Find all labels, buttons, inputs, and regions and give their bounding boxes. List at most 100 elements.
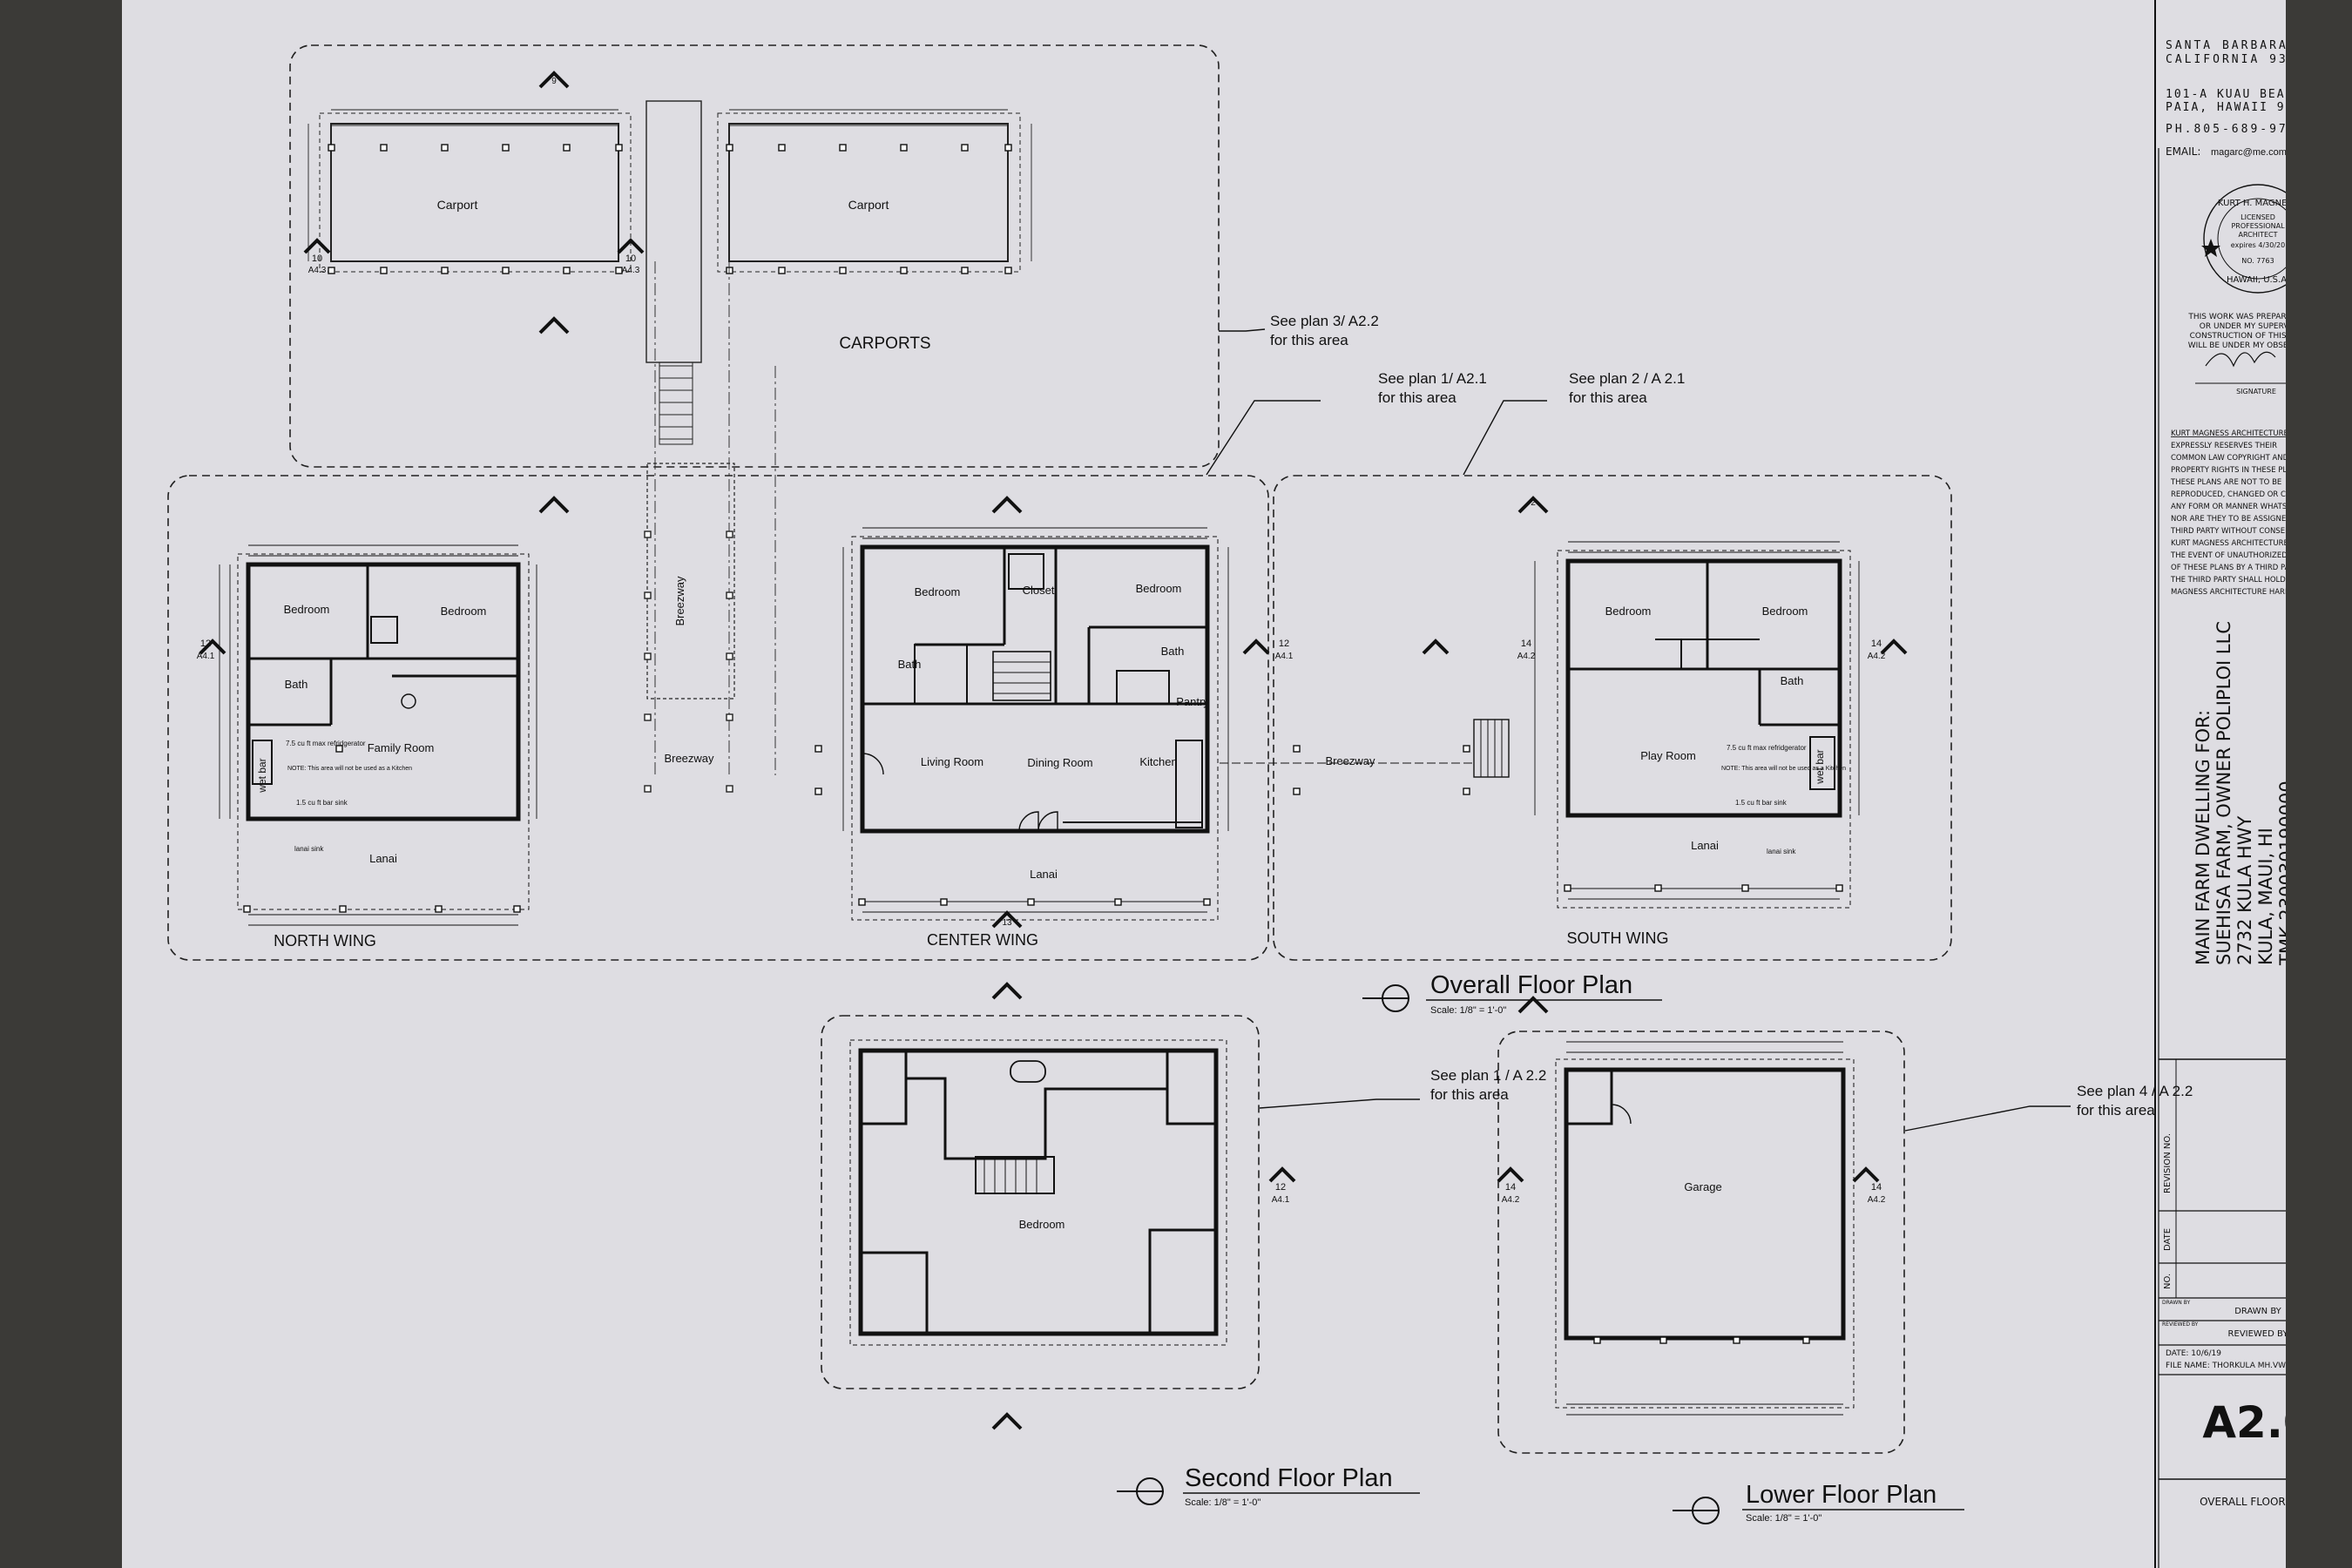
- center-closet-label: Closet: [1023, 584, 1055, 597]
- north-family-room-label: Family Room: [368, 741, 435, 754]
- tb-copyright-line: NOR ARE THEY TO BE ASSIGNED TO A: [2171, 515, 2286, 524]
- callout-plan-4-a22-line-2: for this area: [2077, 1102, 2155, 1119]
- callout-leaders: [1206, 328, 2071, 1132]
- tb-drawn-by-label: DRAWN BY: [2162, 1300, 2190, 1306]
- tb-email: magarc@me.com: [2211, 147, 2286, 158]
- south-wing-boundary: [1273, 475, 1952, 961]
- tb-copyright-line: THE EVENT OF UNAUTHORIZED REUSE: [2170, 551, 2286, 560]
- south-play-room-label: Play Room: [1640, 749, 1696, 762]
- tb-copyright-line: REPRODUCED, CHANGED OR COPIED IN: [2171, 490, 2286, 499]
- tb-copyright-notice: KURT MAGNESS ARCHITECTURE EXPRESSLY RESE…: [2170, 429, 2286, 597]
- floor-plan-drawing: Carport Carport CARPORTS Breezway Bedroo…: [167, 0, 2286, 1568]
- south-wet-bar-label: wet bar: [1814, 749, 1826, 784]
- overall-floor-plan-scale: Scale: 1/8" = 1'-0": [1430, 1005, 1506, 1016]
- tb-sheet-number: A2.0: [2202, 1397, 2286, 1448]
- section-number-14-right: 14: [1871, 639, 1882, 649]
- tb-project-line: SUEHISA FARM, OWNER POLIPLOI LLC: [2213, 621, 2234, 965]
- tb-project-line: 2732 KULA HWY: [2234, 816, 2255, 965]
- center-pantry-label: Pantry: [1176, 695, 1209, 708]
- tb-project-line: KULA, MAUI, HI: [2255, 828, 2276, 965]
- callout-plan-1-a22-line-1: See plan 1 / A 2.2: [1430, 1067, 1546, 1084]
- tb-file-name: FILE NAME: THORKULA MH.VWX: [2166, 1362, 2286, 1370]
- north-bath-label: Bath: [285, 678, 308, 691]
- carports-boundary: [289, 44, 1220, 468]
- north-wing-title: NORTH WING: [274, 932, 376, 950]
- south-lanai-label: Lanai: [1691, 839, 1719, 852]
- center-bath-2-label: Bath: [1161, 645, 1185, 658]
- south-kitchen-note: NOTE: This area will not be used as a Ki…: [1721, 766, 1846, 772]
- tb-city-line-2: CALIFORNIA 93109: [2166, 53, 2286, 66]
- tb-no-label: NO.: [2163, 1274, 2173, 1289]
- second-floor-boundary: [821, 1015, 1260, 1389]
- section-ref-a41-second: A4.1: [1272, 1195, 1290, 1205]
- seal-licensed: LICENSED: [2240, 213, 2275, 221]
- section-ref-a41-right: A4.1: [1275, 652, 1294, 661]
- section-number-12-right: 12: [1279, 639, 1289, 649]
- tb-project-line: MAIN FARM DWELLING FOR:: [2193, 710, 2213, 965]
- section-number-9: 9: [551, 77, 557, 86]
- tb-date-label: DATE: [2163, 1228, 2173, 1251]
- tb-city-line-1: SANTA BARBARA: [2166, 39, 2286, 52]
- tb-reviewed-by-label: REVIEWED BY: [2162, 1321, 2199, 1328]
- tb-supervision-2: OR UNDER MY SUPERVISION.: [2200, 322, 2286, 331]
- section-number-14-left: 14: [1521, 639, 1531, 649]
- section-number-14-lower-right: 14: [1871, 1182, 1882, 1193]
- tb-copyright-line: ANY FORM OR MANNER WHATSOEVER,: [2171, 503, 2286, 511]
- south-fridge-note: 7.5 cu ft max refridgerator: [1727, 744, 1807, 752]
- tb-copyright-line: KURT MAGNESS ARCHITECTURE: [2171, 429, 2286, 438]
- carports-title: CARPORTS: [839, 335, 930, 353]
- section-ref-a42-left: A4.2: [1517, 652, 1536, 661]
- callout-plan-3-line-2: for this area: [1270, 332, 1348, 348]
- section-ref-a41-left: A4.1: [197, 652, 215, 661]
- north-sink-note: 1.5 cu ft bar sink: [296, 799, 348, 807]
- tb-supervision-3: CONSTRUCTION OF THIS PROJECT: [2190, 332, 2286, 341]
- tb-copyright-line: KURT MAGNESS ARCHITECTURE. IN: [2171, 539, 2286, 548]
- section-ref-a42-lower-left: A4.2: [1502, 1195, 1520, 1205]
- tb-project-line: TMK 230030190000: [2276, 781, 2286, 966]
- drawing-sheet: Carport Carport CARPORTS Breezway Bedroo…: [122, 0, 2286, 1568]
- tb-phone: PH.805-689-9708: [2166, 123, 2286, 136]
- section-number-12-left: 12: [200, 639, 211, 649]
- callout-plan-2-a21-line-2: for this area: [1569, 389, 1647, 406]
- carports-area: [308, 100, 1032, 793]
- tb-address-line-1: 101-A KUAU BEACH PL: [2166, 88, 2286, 101]
- seal-bottom-text: HAWAII, U.S.A.: [2227, 275, 2286, 285]
- seal-architect: ARCHITECT: [2238, 231, 2277, 239]
- center-lanai-label: Lanai: [1030, 868, 1058, 881]
- tb-project-info: MAIN FARM DWELLING FOR: SUEHISA FARM, OW…: [2193, 621, 2286, 966]
- south-breezeway-label: Breezway: [1325, 754, 1375, 767]
- tb-signature-label: SIGNATURE: [2236, 388, 2276, 395]
- south-lanai-sink-note: lanai sink: [1767, 848, 1796, 855]
- tb-copyright-line: COMMON LAW COPYRIGHT AND OTHER: [2171, 454, 2286, 463]
- lower-floor-garage-label: Garage: [1684, 1180, 1721, 1193]
- callout-plan-3-line-1: See plan 3/ A2.2: [1270, 313, 1379, 329]
- title-block-frame: [2154, 0, 2286, 1568]
- north-arrows: [1117, 984, 1720, 1524]
- center-bath-1-label: Bath: [898, 658, 922, 671]
- second-floor-plan: [849, 1039, 1227, 1346]
- tb-revision-label: REVISION NO.: [2163, 1133, 2173, 1193]
- tb-copyright-line: PROPERTY RIGHTS IN THESE PLANS.: [2171, 466, 2286, 475]
- center-bedroom-2-label: Bedroom: [1136, 582, 1182, 595]
- callout-plan-2-a21-line-1: See plan 2 / A 2.1: [1569, 370, 1685, 387]
- section-number-14-lower-left: 14: [1505, 1182, 1516, 1193]
- carports-breezeway-label: Breezway: [673, 576, 686, 626]
- section-ref-a43-left: A4.3: [308, 266, 327, 275]
- seal-professional: PROFESSIONAL: [2231, 222, 2285, 230]
- section-marks: [199, 71, 1908, 1430]
- tb-address-line-2: PAIA, HAWAII 96779: [2166, 101, 2286, 114]
- section-number-2: 2: [1531, 498, 1536, 508]
- callout-plan-1-a21-line-1: See plan 1/ A2.1: [1378, 370, 1487, 387]
- title-underlines: [1183, 999, 1964, 1511]
- tb-copyright-line: OF THESE PLANS BY A THIRD PARTY,: [2171, 564, 2286, 572]
- section-ref-a42-lower-right: A4.2: [1868, 1195, 1886, 1205]
- carport-left-label: Carport: [437, 198, 478, 212]
- callout-plan-1-a21-line-2: for this area: [1378, 389, 1456, 406]
- tb-date-value: DATE: 10/6/19: [2166, 1349, 2221, 1358]
- second-floor-plan-title: Second Floor Plan: [1185, 1464, 1393, 1492]
- north-lanai-label: Lanai: [369, 852, 397, 865]
- seal-stars: [2201, 239, 2220, 257]
- north-bedroom-1-label: Bedroom: [284, 603, 330, 616]
- seal-expiration: expires 4/30/20: [2231, 241, 2285, 249]
- section-number-13: 13: [1002, 918, 1012, 928]
